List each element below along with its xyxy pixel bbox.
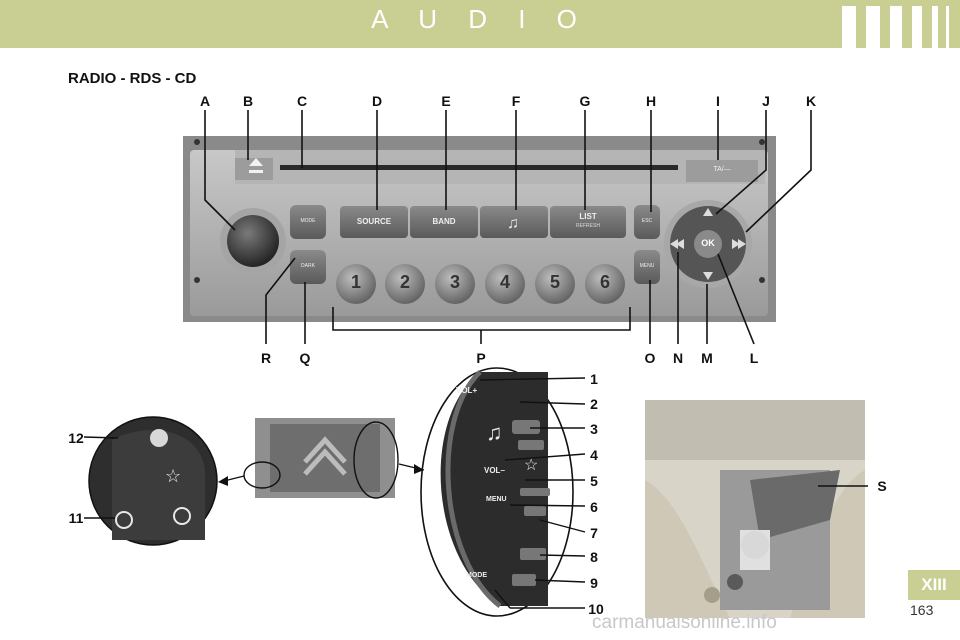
ta-button: TA/— — [713, 166, 731, 173]
callout-label: J — [762, 93, 770, 109]
chapter-header: A U D I O — [0, 0, 960, 48]
section-title: RADIO - RDS - CD — [68, 70, 197, 87]
page-number: 163 — [910, 602, 934, 618]
left-stalk-callout: 11 — [68, 510, 84, 526]
stalk-callout: 6 — [590, 499, 598, 515]
stalk-vol-down-label: VOL– — [484, 466, 505, 475]
callout-label: D — [371, 93, 383, 109]
stalk-callout: 3 — [590, 421, 598, 437]
callout-label: A — [199, 93, 211, 109]
stalk-callout: 5 — [590, 473, 598, 489]
preset-button-label: 6 — [599, 272, 610, 292]
header-stripe — [890, 6, 902, 48]
svg-text:♫: ♫ — [486, 420, 503, 445]
svg-text:☆: ☆ — [165, 466, 181, 486]
stalk-callout: 7 — [590, 525, 598, 541]
preset-button-label: 1 — [350, 272, 361, 292]
callout-label: M — [701, 350, 713, 366]
svg-text:☆: ☆ — [524, 457, 538, 474]
preset-button-label: 4 — [499, 272, 510, 292]
dark-button: DARK — [301, 263, 315, 269]
preset-button-label: 3 — [449, 272, 460, 292]
header-stripe — [932, 6, 938, 48]
band-button: BAND — [432, 217, 456, 226]
callout-label: Q — [299, 350, 311, 366]
esc-button: ESC — [641, 218, 653, 224]
list-button: LIST — [579, 212, 597, 221]
stalk-callout: 4 — [590, 447, 598, 463]
callout-label: I — [716, 93, 720, 109]
header-stripe — [866, 6, 880, 48]
stalk-callout: 2 — [590, 396, 598, 412]
callout-label: F — [511, 93, 521, 109]
callout-label: B — [242, 93, 254, 109]
menu-button: MENU — [639, 263, 655, 269]
callout-label: H — [645, 93, 657, 109]
stalk-menu-label: MENU — [486, 496, 507, 503]
header-title: A U D I O — [371, 4, 589, 34]
header-stripe — [842, 6, 856, 48]
preset-button-label: 5 — [549, 272, 560, 292]
stalk-mode-label: MODE — [466, 572, 487, 579]
callout-label: E — [441, 93, 451, 109]
left-stalk-callout: 12 — [68, 430, 84, 446]
header-stripe — [946, 6, 949, 48]
stalk-callout: 9 — [590, 575, 598, 591]
chapter-tab: XIII — [908, 570, 960, 600]
stalk-callout: 8 — [590, 549, 598, 565]
mode-button: MODE — [300, 218, 316, 224]
source-button: SOURCE — [356, 217, 392, 226]
callout-label: L — [749, 350, 759, 366]
callout-label: K — [805, 93, 817, 109]
callout-label: R — [260, 350, 272, 366]
callout-label: O — [644, 350, 656, 366]
header-stripe — [912, 6, 922, 48]
svg-text:♫: ♫ — [507, 215, 519, 232]
stalk-vol-up-label: VOL+ — [456, 386, 478, 395]
callout-label: N — [672, 350, 684, 366]
callout-label: G — [579, 93, 591, 109]
callout-label: P — [476, 350, 486, 366]
callout-label: C — [296, 93, 308, 109]
watermark: carmanualsonline.info — [592, 612, 777, 633]
list-button-sublabel: REFRESH — [576, 223, 600, 229]
stalk-callout: 10 — [588, 601, 604, 617]
ok-button: OK — [701, 238, 715, 248]
preset-button-label: 2 — [399, 272, 410, 292]
stalk-callout: 1 — [590, 371, 598, 387]
console-callout: S — [877, 478, 887, 494]
